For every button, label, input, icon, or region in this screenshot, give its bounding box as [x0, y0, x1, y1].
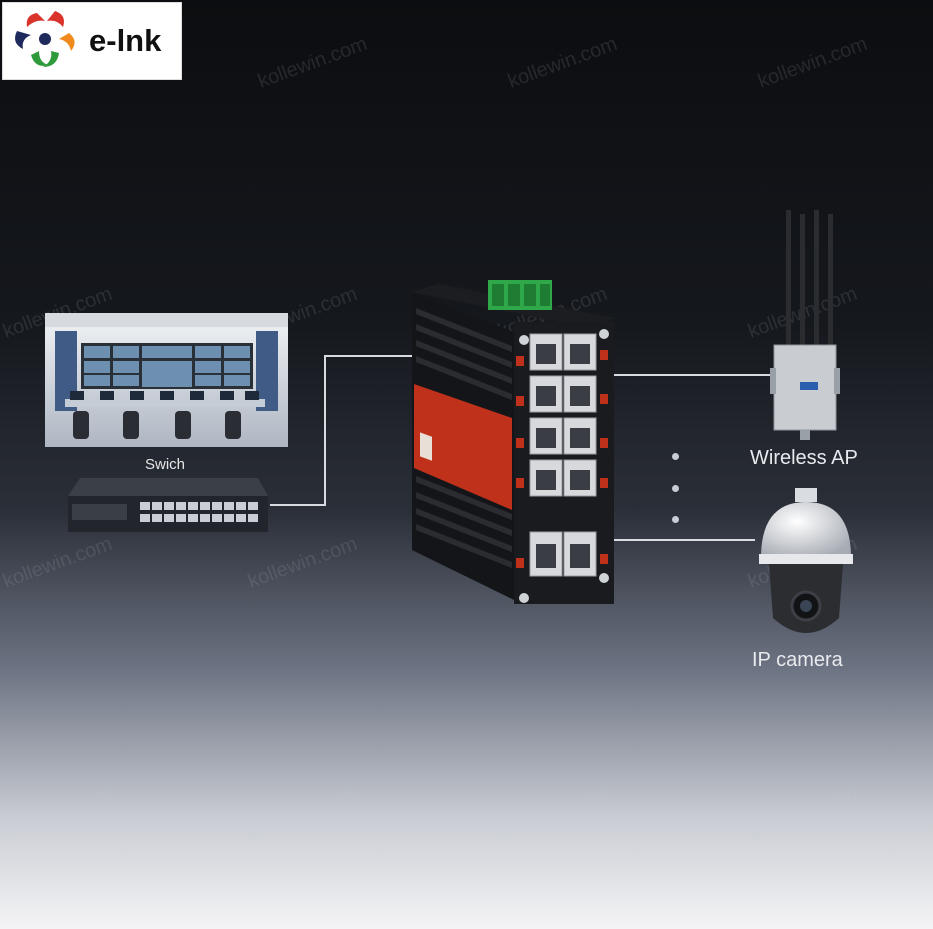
ip-camera-icon [755, 488, 857, 640]
switch-label: Swich [145, 456, 186, 473]
logo: e-lnk [2, 2, 182, 80]
industrial-switch-icon [408, 278, 620, 608]
e-lnk-logo-mark-icon [15, 11, 75, 67]
ellipsis-dot [672, 485, 679, 492]
ellipsis-dot [672, 453, 679, 460]
terminal-block [488, 280, 552, 310]
ellipsis-dot [672, 516, 679, 523]
wireless-ap-label: Wireless AP [750, 447, 858, 469]
switch-link-line [270, 355, 417, 506]
rack-switch-icon [68, 478, 268, 534]
control-room-image [45, 313, 288, 447]
logo-text: e-lnk [89, 23, 162, 58]
ip-camera-label: IP camera [752, 649, 843, 671]
wireless-ap-icon [770, 210, 840, 440]
